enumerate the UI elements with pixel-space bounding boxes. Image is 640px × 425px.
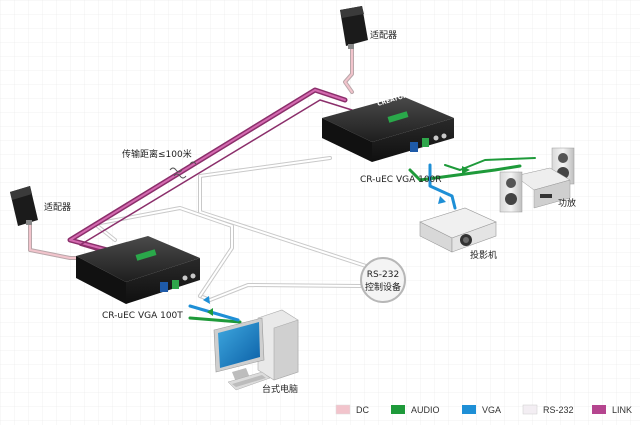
legend-item-dc: DC	[335, 404, 369, 415]
legend-item-link: LINK	[592, 405, 632, 415]
transmitter-device	[76, 236, 200, 304]
legend-item-rs232: RS-232	[522, 404, 574, 415]
adapter-top-label: 适配器	[370, 30, 397, 41]
transmitter-model-label: CR-uEC VGA 100T	[102, 311, 183, 321]
amplifier-system	[499, 147, 575, 213]
rs232-device-label-line1: RS-232	[367, 270, 399, 280]
legend-item-audio: AUDIO	[391, 405, 440, 415]
signal-arrows	[203, 166, 470, 316]
legend-label: RS-232	[543, 405, 574, 415]
rs232-device-label-line2: 控制设备	[365, 281, 401, 293]
link-break-marks	[169, 161, 197, 179]
legend-item-vga: VGA	[462, 405, 501, 415]
distance-label: 传输距离≤100米	[122, 148, 192, 160]
legend-label: VGA	[482, 405, 501, 415]
adapter-left-label: 适配器	[44, 202, 71, 213]
legend: DC AUDIO VGA RS-232 LINK	[335, 404, 632, 415]
legend-label: LINK	[612, 405, 632, 415]
desktop-pc	[213, 309, 299, 391]
vga-arrow	[438, 196, 446, 204]
power-adapter-top	[340, 6, 368, 49]
audio-cables	[188, 157, 536, 324]
amplifier-label: 功放	[558, 197, 576, 209]
projector	[419, 207, 497, 253]
desktop-label: 台式电脑	[262, 383, 298, 395]
rs232-control-device: RS-232 控制设备	[360, 257, 406, 303]
projector-label: 投影机	[470, 249, 497, 261]
receiver-model-label: CR-uEC VGA 100R	[360, 175, 442, 185]
audio-arrow	[462, 166, 470, 174]
vga-cables	[188, 163, 457, 322]
audio-arrow-tx	[207, 308, 213, 316]
legend-label: DC	[356, 405, 369, 415]
legend-label: AUDIO	[411, 405, 440, 415]
rs232-cables	[93, 156, 374, 302]
power-adapter-left	[10, 186, 38, 226]
vga-arrow-tx	[203, 296, 210, 304]
